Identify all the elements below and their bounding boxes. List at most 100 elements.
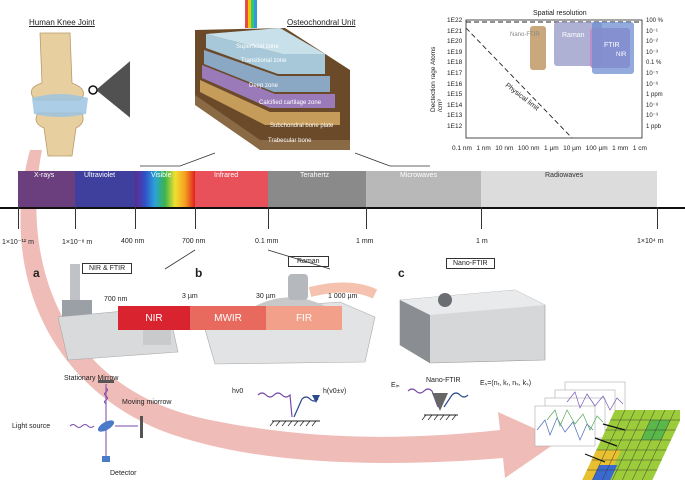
resolution-plot (465, 19, 643, 139)
axis-tick (75, 207, 76, 229)
osteo-title: Osteochondral Unit (287, 18, 356, 27)
band-label-infrared: Infrared (214, 172, 239, 179)
band-label-visible: Visible (151, 172, 172, 179)
axis-tick (366, 207, 367, 229)
band-ultraviolet (75, 171, 135, 207)
ir-label-3um: 3 µm (182, 293, 198, 300)
y-tick: 1E22 (447, 17, 463, 24)
x-tick: 10 µm (563, 145, 582, 152)
moving-mirror-label: Moving miorrow (122, 399, 172, 406)
region-raman: Raman (562, 32, 585, 39)
y-tick: 1E16 (447, 80, 463, 88)
x-tick: 0.1 nm (452, 145, 472, 152)
panel-a-letter: a (33, 266, 40, 280)
y-tick: 1E17 (447, 69, 463, 77)
right-tick: 10⁻² (646, 39, 658, 46)
spectral-data-stack (534, 381, 680, 480)
x-tick: 100 nm (517, 145, 540, 152)
right-tick: 1 ppm (646, 92, 663, 99)
ir-zoom-lines (164, 249, 331, 270)
right-tick: 10⁻⁸ (646, 102, 659, 109)
y-tick: 1E19 (447, 48, 463, 56)
panel-a-title: NIR & FTIR (82, 263, 133, 274)
osteochondral-illustration (195, 0, 350, 150)
band-label-ultraviolet: Ultraviolet (84, 172, 116, 179)
detector-label: Detector (110, 470, 137, 477)
band-label-xrays: X-rays (34, 172, 55, 179)
ir-segment-fir: FIR (266, 306, 342, 330)
axis-tick (135, 207, 136, 229)
band-terahertz (268, 171, 366, 207)
resolution-x-ticks: 0.1 nm 1 nm 10 nm 100 nm 1 µm 10 µm 100 … (452, 145, 647, 152)
nano-ftir-label: Nano-FTIR (426, 377, 461, 384)
resolution-title: Spatial resolution (533, 10, 587, 17)
band-visible (135, 171, 195, 207)
x-tick: 1 nm (476, 145, 491, 152)
ir-label-1000um: 1 000 µm (328, 293, 358, 300)
band-label-microwaves: Microwaves (400, 172, 437, 179)
nano-in-label: Eᵢₙ (391, 382, 400, 389)
band-label-radiowaves: Radiowaves (545, 172, 584, 179)
y-tick: 1E18 (447, 59, 463, 67)
band-label-terahertz: Terahertz (300, 172, 330, 179)
axis-label-uv: 1×10⁻⁸ m (62, 239, 93, 246)
right-tick: 100 % (646, 18, 664, 24)
axis-tick (481, 207, 482, 229)
resolution-y-ticks: 1E22 1E21 1E20 1E19 1E18 1E17 1E16 1E15 … (447, 16, 462, 133)
x-tick: 100 µm (585, 145, 608, 152)
axis-tick (18, 207, 19, 229)
y-tick: 1E12 (447, 122, 463, 130)
region-nir: NIR (616, 52, 627, 58)
ir-segment-nir: NIR (118, 306, 190, 330)
axis-label-400nm: 400 nm (121, 238, 145, 245)
zone-label-4: Calcified cartilage zone (259, 100, 322, 106)
right-tick: 0.1 % (646, 60, 662, 67)
zoom-lines (140, 152, 430, 167)
region-nano-ftir: Nano-FTIR (510, 32, 540, 38)
x-tick: 1 mm (612, 145, 629, 152)
nano-out-label: Eₛ=(nᵣ, kᵣ, nₛ, kₛ) (480, 380, 532, 387)
ir-label-30um: 30 µm (256, 293, 276, 300)
raman-schematic (257, 392, 320, 427)
axis-label-0.1mm: 0.1 mm (255, 238, 279, 245)
right-tick: 10⁻⁶ (646, 81, 659, 88)
right-tick: 10⁻¹ (646, 28, 658, 35)
raman-in-label: hv0 (232, 388, 244, 395)
light-source-label: Light source (12, 423, 51, 430)
right-tick: 10⁻⁹ (646, 113, 659, 120)
ir-segment-mwir: MWIR (190, 306, 266, 330)
axis-label-1e4m: 1×10⁴ m (637, 238, 664, 245)
zone-label-3: Deep zone (249, 83, 279, 89)
ir-label-700nm: 700 nm (104, 296, 128, 303)
x-tick: 1 µm (544, 145, 559, 152)
panel-c-title: Nano-FTIR (446, 258, 495, 269)
stationary-mirror-label: Stationary Mirrow (64, 375, 119, 382)
y-tick: 1E21 (447, 27, 463, 35)
right-tick: 10⁻³ (646, 49, 658, 56)
zone-label-1: Superficial zone (236, 44, 279, 50)
axis-tick (268, 207, 269, 229)
nano-ftir-schematic (407, 388, 469, 421)
zone-label-6: Trabecular bone (268, 138, 312, 144)
resolution-ylabel: Dectection rage Atoms /cm³ (430, 46, 444, 112)
band-xrays (18, 171, 75, 207)
axis-tick (657, 207, 658, 229)
spectrum-axis (0, 207, 685, 209)
band-radiowaves (481, 171, 657, 207)
panel-b-title: Raman (288, 256, 329, 267)
x-tick: 1 cm (632, 145, 647, 152)
axis-label-xray: 1×10⁻¹² m (2, 239, 34, 246)
y-tick: 1E15 (447, 91, 463, 99)
nano-ftir-instrument (399, 289, 546, 364)
zone-label-5: Subchondral bone plate (270, 123, 334, 129)
y-tick: 1E13 (447, 112, 463, 120)
zone-label-2: Transitional zone (241, 58, 287, 64)
axis-label-1m: 1 m (476, 238, 488, 245)
y-tick: 1E20 (447, 38, 463, 46)
ftir-schematic (69, 380, 143, 462)
axis-label-1mm: 1 mm (356, 238, 374, 245)
knee-title: Human Knee Joint (29, 18, 95, 27)
panel-c-letter: c (398, 266, 405, 280)
y-tick: 1E14 (447, 101, 463, 109)
